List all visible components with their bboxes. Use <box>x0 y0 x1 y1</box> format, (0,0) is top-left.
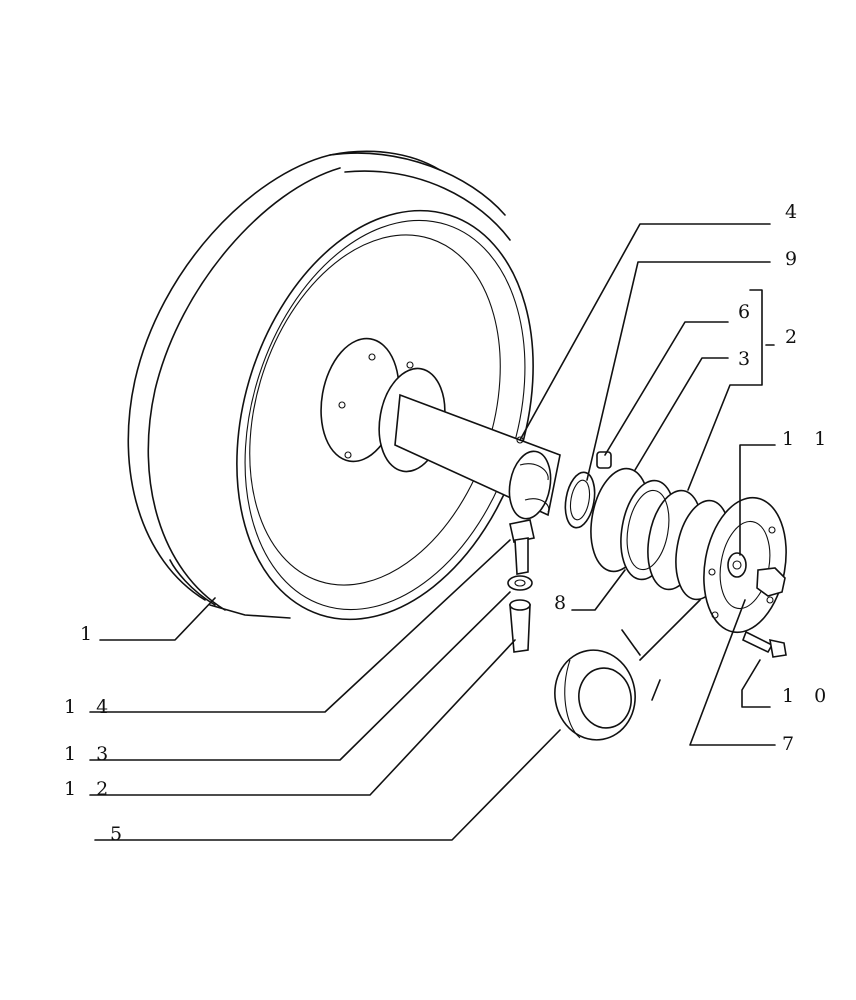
callout-9: 9 <box>785 248 804 270</box>
callout-4: 4 <box>785 201 804 223</box>
callout-10: 1 0 <box>782 685 833 707</box>
callout-12: 1 2 <box>64 778 115 800</box>
seal-ring <box>564 471 596 529</box>
callout-1: 1 <box>80 623 99 645</box>
spacer <box>509 599 531 653</box>
callout-labels: 1 4 9 6 2 3 1 1 8 1 0 7 1 4 1 3 1 2 5 <box>64 201 833 845</box>
callout-11: 1 1 <box>782 428 833 450</box>
floating-seal <box>554 649 636 741</box>
callout-13: 1 3 <box>64 743 115 765</box>
callout-3: 3 <box>738 348 757 370</box>
leader-lines <box>89 223 776 841</box>
end-cap <box>703 496 787 634</box>
plug <box>756 567 786 597</box>
callout-7: 7 <box>782 733 801 755</box>
callout-8: 8 <box>554 592 573 614</box>
bolt <box>509 519 535 575</box>
callout-6: 6 <box>738 301 757 323</box>
callout-2: 2 <box>785 326 804 348</box>
cap-screw <box>741 630 787 658</box>
callout-5: 5 <box>110 823 129 845</box>
shaft <box>378 367 561 520</box>
callout-14: 1 4 <box>64 696 115 718</box>
washer <box>507 575 533 591</box>
pin <box>596 451 612 469</box>
